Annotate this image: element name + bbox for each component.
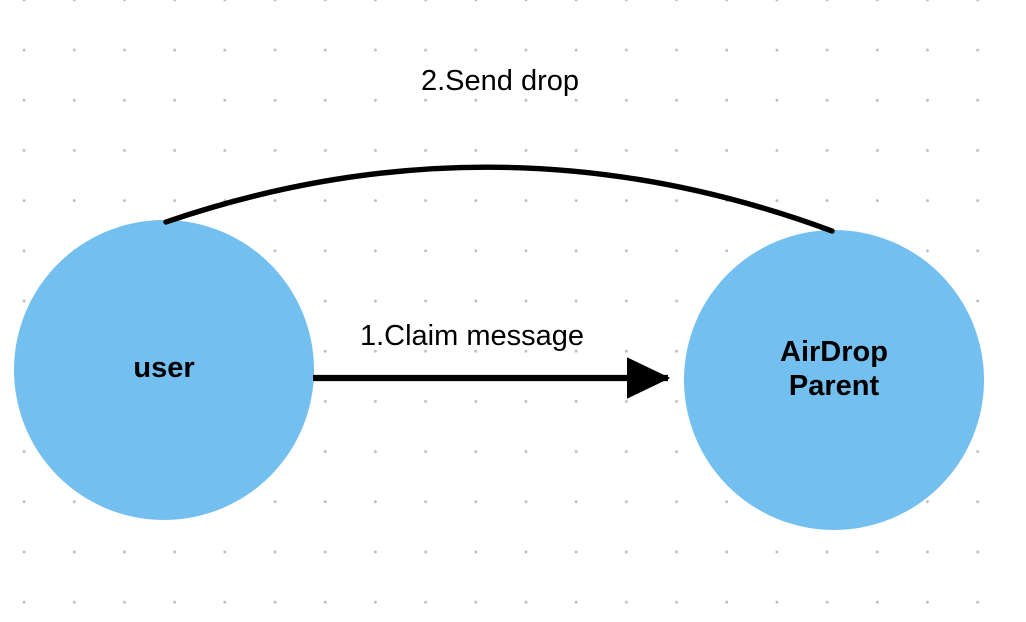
node-user-circle[interactable] — [14, 220, 314, 520]
edge-send-drop-curve[interactable] — [163, 164, 835, 234]
node-airdrop-parent-circle[interactable] — [684, 230, 984, 530]
